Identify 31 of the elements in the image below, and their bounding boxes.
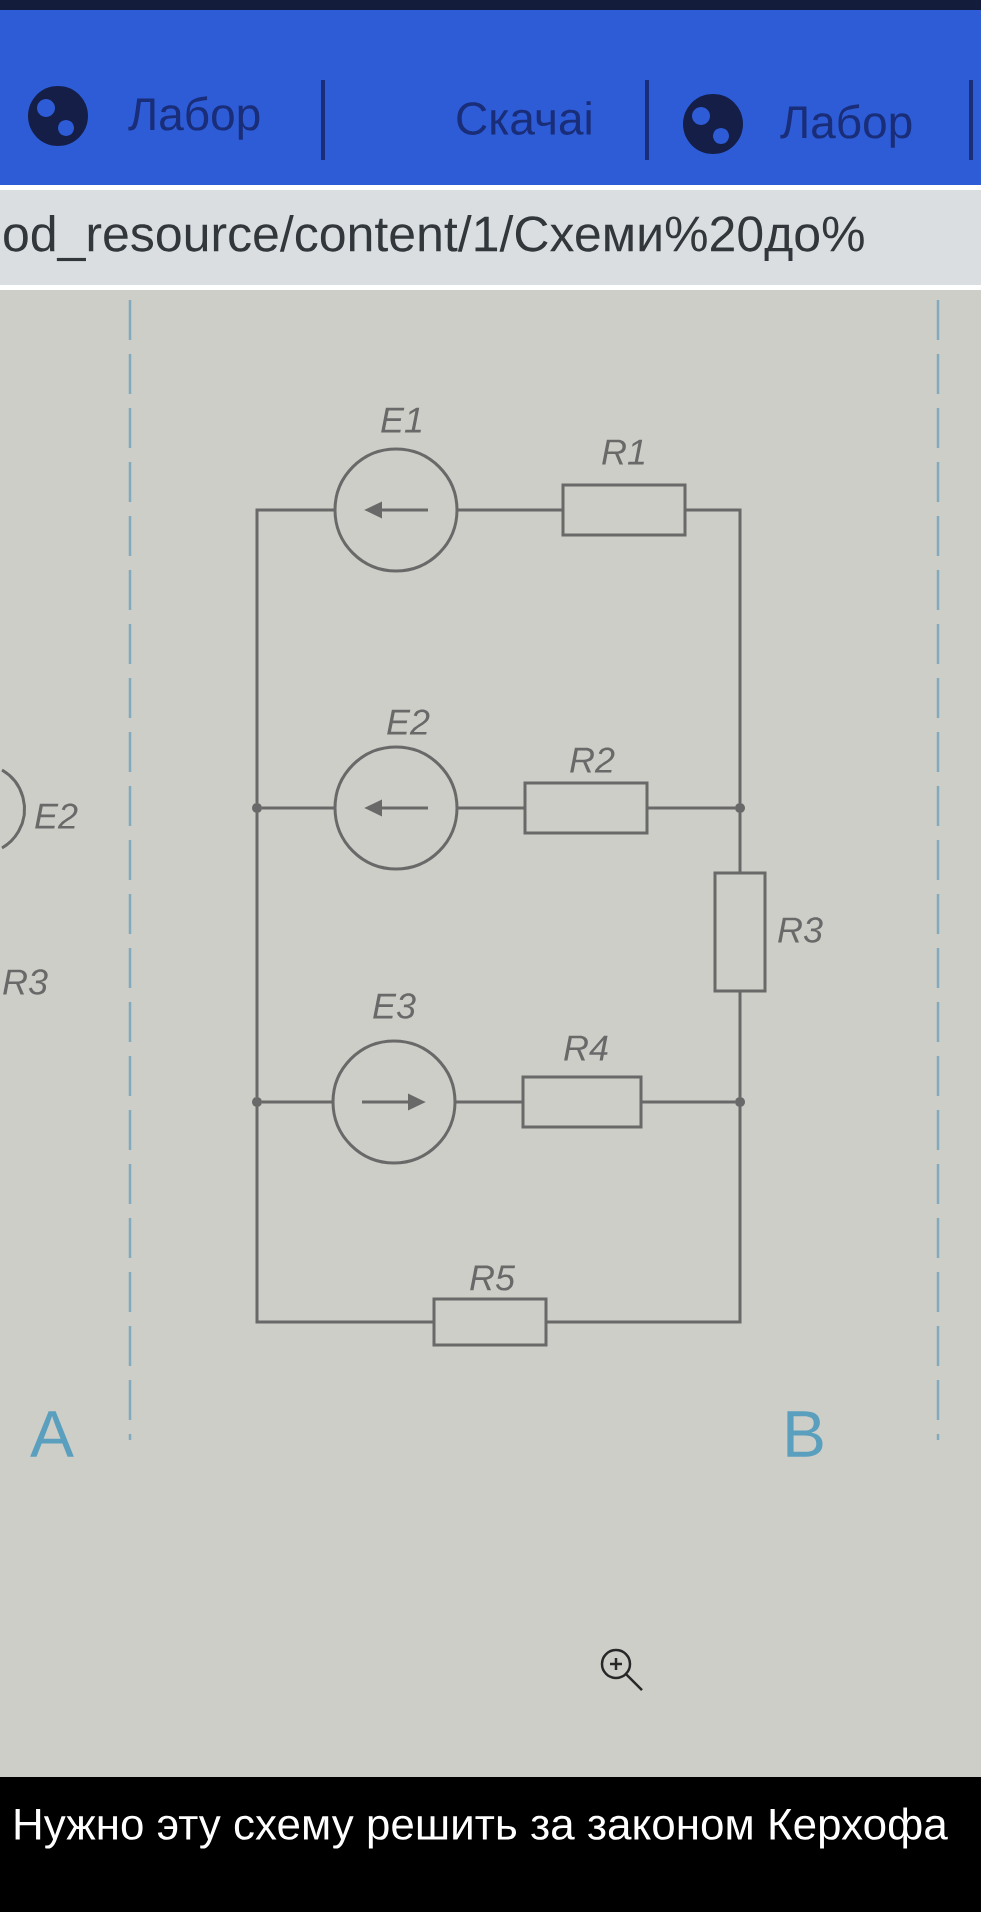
component-label: E2 [35, 803, 78, 829]
wire [685, 508, 742, 803]
address-bar: od_resource/content/1/Схеми%20до% [0, 190, 981, 285]
wire [738, 813, 742, 873]
tab-title: Лабор [780, 104, 912, 148]
component-label: R4 [564, 1035, 608, 1061]
wire [457, 806, 525, 810]
wire [457, 508, 563, 512]
wire [455, 1100, 523, 1104]
wire [262, 806, 335, 810]
wire [262, 1100, 333, 1104]
component-label: E3 [373, 993, 416, 1019]
wire [647, 806, 735, 810]
wire [641, 1100, 735, 1104]
wire [546, 1107, 742, 1324]
component-label: R3 [3, 969, 48, 995]
wire [255, 813, 259, 1097]
tab-title: Скачаі [457, 101, 591, 135]
component-label: R3 [778, 917, 823, 943]
component-label: R2 [570, 747, 615, 773]
component-label: E2 [387, 709, 430, 735]
terminal-letter: B [787, 1411, 823, 1457]
component-label: R5 [470, 1265, 516, 1291]
wire [255, 508, 335, 803]
component-label: R1 [602, 439, 644, 465]
wire [255, 1107, 434, 1324]
terminal-letter: A [30, 1411, 74, 1457]
wire [738, 991, 742, 1097]
component-label: E1 [381, 407, 421, 433]
tab-title: Лабор [128, 96, 260, 140]
caption-band: Нужно эту схему решить за законом Керхофа [0, 1777, 981, 1912]
